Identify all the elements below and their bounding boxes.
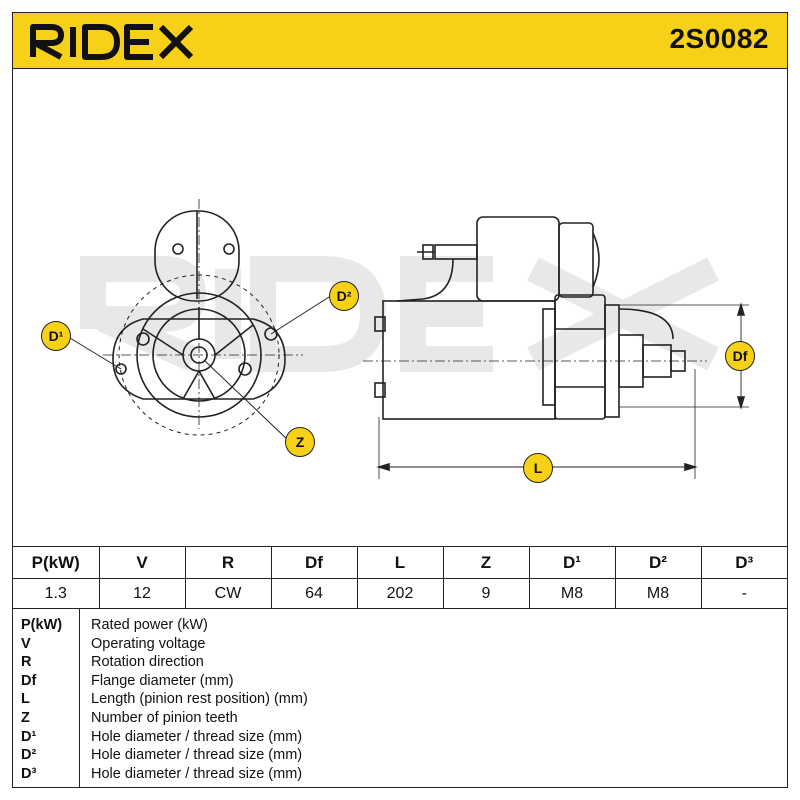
spec-header: P(kW): [13, 547, 100, 579]
spec-value: 64: [271, 578, 358, 609]
spec-header: D¹: [529, 547, 616, 579]
legend-desc: Hole diameter / thread size (mm): [91, 728, 303, 745]
legend-desc: Hole diameter / thread size (mm): [91, 765, 303, 782]
spec-header: V: [99, 547, 186, 579]
legend-desc: Rated power (kW): [91, 617, 208, 633]
legend-desc: Hole diameter / thread size (mm): [91, 747, 303, 764]
side-view: [363, 216, 749, 479]
legend-item: Z Number of pinion teeth: [13, 709, 787, 728]
legend-key: D³: [21, 765, 37, 782]
header-bar: 2S0082: [13, 13, 787, 69]
legend-key: D¹: [21, 728, 37, 745]
label-l: L: [523, 453, 553, 483]
label-df: Df: [725, 341, 755, 371]
label-d1: D¹: [41, 321, 71, 351]
spec-value: 9: [443, 578, 530, 609]
spec-header: D²: [615, 547, 702, 579]
legend-key: D²: [21, 747, 37, 764]
ridex-logo: [30, 24, 194, 60]
spec-value: 1.3: [13, 578, 100, 609]
legend-item: D³ Hole diameter / thread size (mm): [13, 765, 787, 784]
label-z: Z: [285, 427, 315, 457]
spec-value: M8: [615, 578, 702, 609]
technical-drawing: D¹ D² Z Df L: [13, 69, 787, 547]
legend-item: R Rotation direction: [13, 653, 787, 672]
part-number: 2S0082: [669, 23, 769, 54]
spec-value-row: 1.3 12 CW 64 202 9 M8 M8 -: [13, 578, 787, 609]
spec-value: 12: [99, 578, 186, 609]
legend-key: L: [21, 691, 30, 708]
legend-item: D² Hole diameter / thread size (mm): [13, 746, 787, 765]
spec-table: P(kW) V R Df L Z D¹ D² D³ 1.3 12 CW 64 2…: [13, 547, 787, 609]
legend-item: D¹ Hole diameter / thread size (mm): [13, 728, 787, 747]
legend-item: Df Flange diameter (mm): [13, 672, 787, 691]
legend-desc: Length (pinion rest position) (mm): [91, 691, 308, 708]
legend-key: P(kW): [21, 617, 63, 633]
spec-header-row: P(kW) V R Df L Z D¹ D² D³: [13, 547, 787, 579]
legend-item: L Length (pinion rest position) (mm): [13, 690, 787, 709]
legend-key: V: [21, 635, 31, 652]
legend-desc: Operating voltage: [91, 635, 206, 652]
spec-header: Z: [443, 547, 530, 579]
legend-key: Z: [21, 710, 30, 726]
product-sheet: 2S0082: [12, 12, 788, 788]
legend: P(kW) Rated power (kW) V Operating voltage…: [13, 609, 787, 787]
legend-desc: Flange diameter (mm): [91, 672, 234, 689]
label-d2: D²: [329, 281, 359, 311]
legend-desc: Rotation direction: [91, 654, 204, 671]
spec-header: D³: [701, 547, 787, 579]
spec-header: R: [185, 547, 272, 579]
legend-item: P(kW) Rated power (kW): [13, 616, 787, 635]
starter-motor-drawing: [64, 199, 749, 479]
front-view: [64, 199, 330, 442]
spec-value: -: [741, 585, 747, 602]
spec-header: L: [357, 547, 444, 579]
spec-header: Df: [271, 547, 358, 579]
legend-item: V Operating voltage: [13, 635, 787, 654]
legend-divider: [79, 609, 80, 787]
legend-key: R: [21, 654, 32, 671]
spec-value: CW: [185, 578, 272, 609]
legend-desc: Number of pinion teeth: [91, 710, 238, 726]
spec-value: 202: [357, 578, 444, 609]
legend-key: Df: [21, 672, 37, 689]
spec-value: M8: [529, 578, 616, 609]
